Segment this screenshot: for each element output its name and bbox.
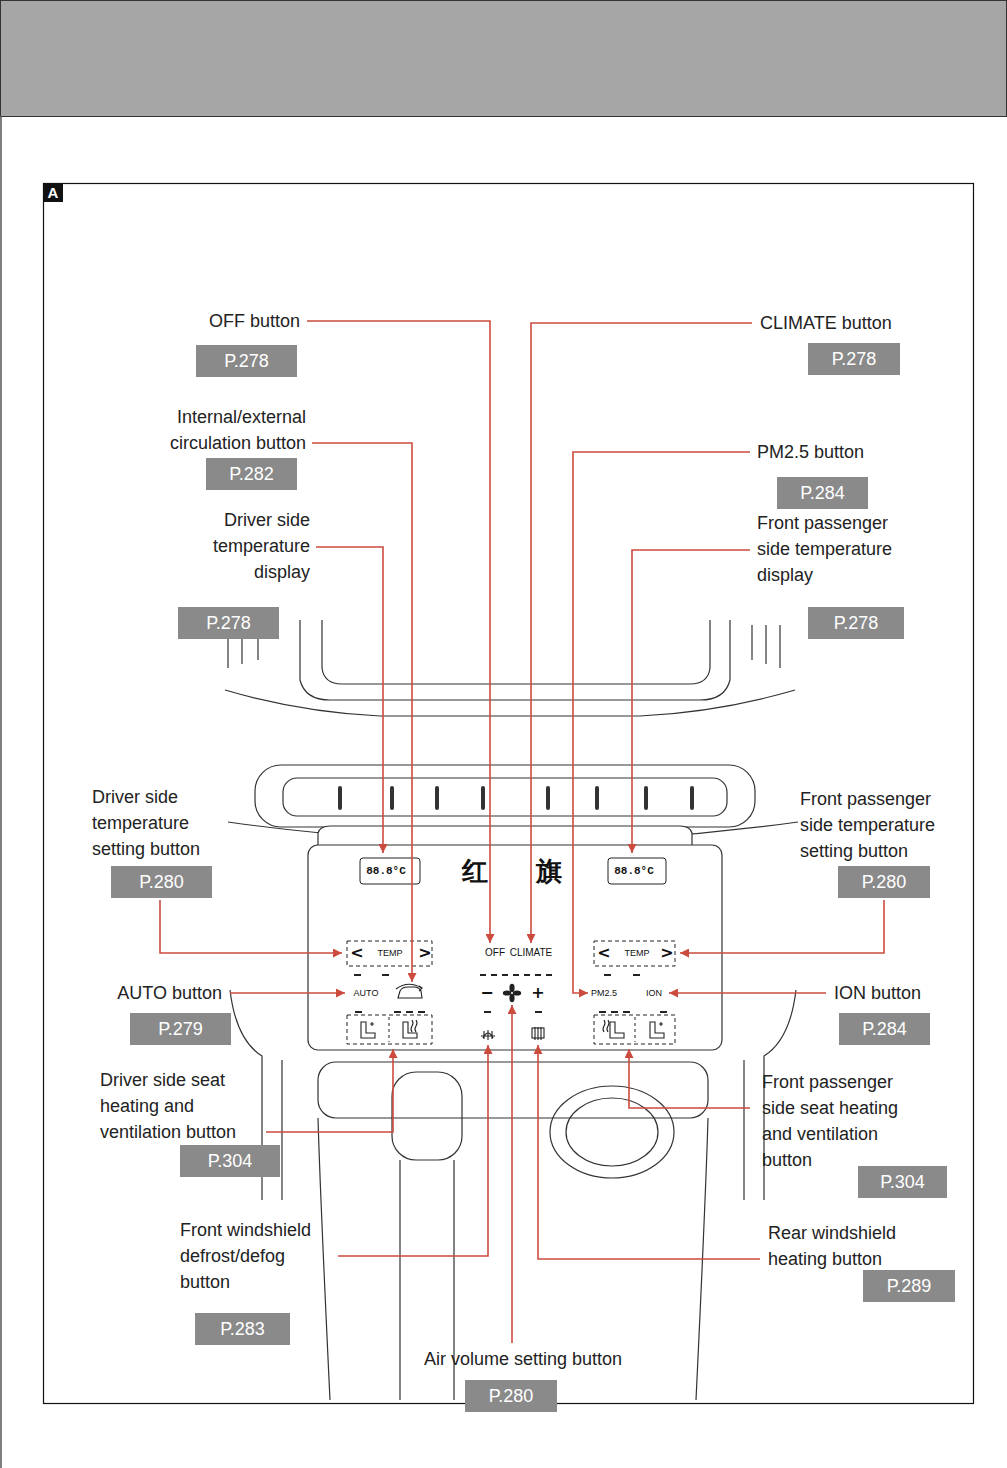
callout: AUTO buttonP.279 bbox=[72, 980, 222, 1006]
callout-label: Air volume setting button bbox=[393, 1346, 653, 1372]
temperature-display: 88.8°C bbox=[366, 866, 406, 877]
fan-icon bbox=[503, 984, 521, 1002]
callout-label: Front passenger side temperature display bbox=[757, 510, 912, 588]
page-reference: P.284 bbox=[839, 1013, 930, 1045]
button-label: ION bbox=[646, 989, 662, 998]
callout: Front windshield defrost/defog buttonP.2… bbox=[180, 1217, 340, 1295]
callout: Driver side temperature displayP.278 bbox=[170, 507, 310, 585]
callout-label: Driver side temperature display bbox=[170, 507, 310, 585]
callout: Driver side temperature setting buttonP.… bbox=[92, 784, 227, 862]
indicator-dashes bbox=[354, 974, 667, 1013]
button-label: TEMP bbox=[624, 949, 649, 958]
callout-label: Front windshield defrost/defog button bbox=[180, 1217, 340, 1295]
page-reference: P.282 bbox=[206, 458, 297, 490]
callout: OFF buttonP.278 bbox=[140, 308, 300, 334]
dashboard-drawing bbox=[225, 620, 798, 1400]
callout: Air volume setting buttonP.280 bbox=[393, 1346, 653, 1372]
control-panel bbox=[308, 826, 722, 1050]
page-reference: P.279 bbox=[130, 1013, 231, 1045]
page-border bbox=[0, 116, 2, 1468]
callout-label: CLIMATE button bbox=[760, 310, 960, 336]
callout-label: Front passenger side temperature setting… bbox=[800, 786, 960, 864]
page-reference: P.304 bbox=[858, 1166, 947, 1198]
page-reference: P.289 bbox=[863, 1270, 955, 1302]
page-reference: P.278 bbox=[808, 343, 900, 375]
button-label: TEMP bbox=[377, 949, 402, 958]
button-label: CLIMATE bbox=[510, 948, 553, 958]
callout-label: PM2.5 button bbox=[757, 439, 957, 465]
callout-label: Driver side temperature setting button bbox=[92, 784, 227, 862]
callout: Rear windshield heating buttonP.289 bbox=[768, 1220, 943, 1272]
callout-label: Driver side seat heating and ventilation… bbox=[100, 1067, 260, 1145]
callout: Driver side seat heating and ventilation… bbox=[100, 1067, 260, 1145]
brand-logo: 红旗 bbox=[462, 858, 610, 884]
arrow-symbol: > bbox=[660, 945, 673, 961]
temperature-display: 88.8°C bbox=[614, 866, 654, 877]
arrow-symbol: < bbox=[597, 945, 610, 961]
minus-symbol: − bbox=[480, 985, 493, 1001]
callout: Internal/external circulation buttonP.28… bbox=[136, 404, 306, 456]
front-defrost-icon bbox=[481, 1030, 495, 1040]
callout-label: Front passenger side seat heating and ve… bbox=[762, 1069, 917, 1173]
button-label: AUTO bbox=[354, 989, 379, 998]
callout-label: OFF button bbox=[140, 308, 300, 334]
page-reference: P.304 bbox=[180, 1145, 280, 1177]
circulation-icon bbox=[398, 987, 422, 998]
page-reference: P.280 bbox=[838, 866, 930, 898]
callout: ION buttonP.284 bbox=[834, 980, 984, 1006]
figure-tag: A bbox=[48, 185, 59, 200]
figure-frame bbox=[44, 184, 974, 1404]
vent-slats bbox=[338, 786, 694, 810]
arrow-symbol: > bbox=[418, 945, 431, 961]
page-reference: P.278 bbox=[196, 345, 297, 377]
page-reference: P.283 bbox=[195, 1313, 290, 1345]
page-reference: P.280 bbox=[465, 1380, 557, 1412]
callout: PM2.5 buttonP.284 bbox=[757, 439, 957, 465]
callout-label: Internal/external circulation button bbox=[136, 404, 306, 456]
plus-symbol: + bbox=[531, 985, 544, 1001]
page-reference: P.278 bbox=[178, 607, 279, 639]
arrow-symbol: < bbox=[350, 945, 363, 961]
callout: CLIMATE buttonP.278 bbox=[760, 310, 960, 336]
leader-lines bbox=[160, 321, 884, 1343]
page-reference: P.278 bbox=[808, 607, 904, 639]
page-reference: P.280 bbox=[111, 866, 212, 898]
button-label: PM2.5 bbox=[591, 989, 617, 998]
callout-label: AUTO button bbox=[72, 980, 222, 1006]
header-band bbox=[1, 1, 1007, 117]
figure-tag bbox=[43, 183, 63, 202]
callout: Front passenger side temperature display… bbox=[757, 510, 912, 588]
callout: Front passenger side temperature setting… bbox=[800, 786, 960, 864]
callout-label: ION button bbox=[834, 980, 984, 1006]
callout: Front passenger side seat heating and ve… bbox=[762, 1069, 917, 1173]
page-reference: P.284 bbox=[777, 477, 868, 509]
callout-label: Rear windshield heating button bbox=[768, 1220, 943, 1272]
button-label: OFF bbox=[485, 948, 505, 958]
